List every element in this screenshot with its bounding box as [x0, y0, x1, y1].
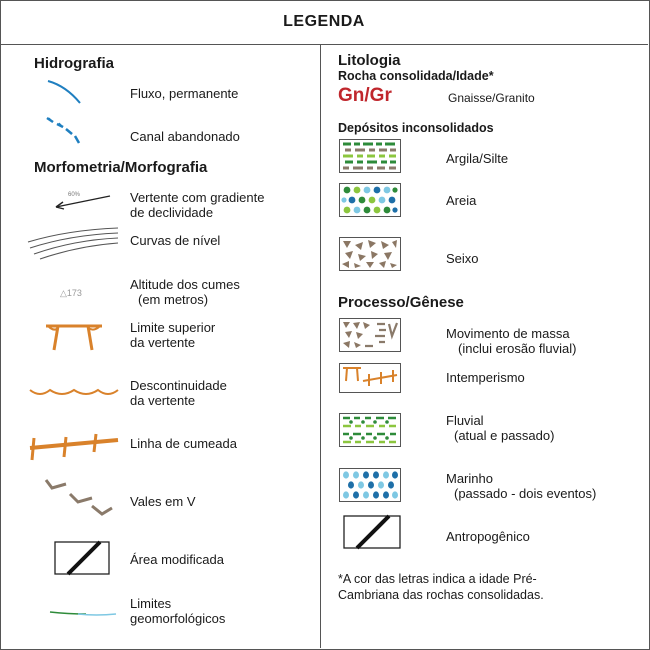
- geomorphological-limits-icon: [49, 611, 117, 616]
- label-canal-abandonado: Canal abandonado: [130, 129, 240, 144]
- label-fluxo-permanente: Fluxo, permanente: [130, 86, 239, 101]
- mass-movement-pattern-icon: [339, 318, 401, 352]
- permanent-stream-icon: [47, 80, 81, 104]
- label-altitude: Altitude dos cumes (em metros): [130, 277, 240, 307]
- footnote: *A cor das letras indica a idade Pré- Ca…: [338, 572, 544, 602]
- label-limites-geomorfologicos: Limites geomorfológicos: [130, 596, 226, 626]
- column-divider: [320, 44, 321, 648]
- label-movimento-de-massa: Movimento de massa (inclui erosão fluvia…: [446, 326, 577, 356]
- label-intemperismo: Intemperismo: [446, 370, 525, 385]
- summit-altitude-icon: △173: [60, 288, 82, 298]
- heading-morfometria: Morfometria/Morfografia: [34, 159, 208, 176]
- heading-processo: Processo/Gênese: [338, 294, 464, 311]
- slope-gradient-arrow-icon: [55, 195, 111, 210]
- clay-silt-pattern-icon: [339, 139, 401, 173]
- label-marinho: Marinho (passado - dois eventos): [446, 471, 597, 501]
- heading-depositos: Depósitos inconsolidados: [338, 121, 494, 135]
- contour-lines-icon: [27, 227, 119, 260]
- label-limite-superior: Limite superior da vertente: [130, 320, 216, 350]
- marine-pattern-icon: [339, 468, 401, 502]
- label-gnaisse-granito: Gnaisse/Granito: [448, 91, 535, 105]
- label-fluvial: Fluvial (atual e passado): [446, 413, 555, 443]
- upper-slope-limit-icon: [46, 324, 102, 351]
- v-valleys-icon: [44, 479, 113, 516]
- label-vales-em-v: Vales em V: [130, 494, 196, 509]
- ridge-line-icon: [29, 433, 119, 461]
- slope-discontinuity-icon: [29, 388, 119, 395]
- heading-hidrografia: Hidrografia: [34, 55, 115, 72]
- label-antropogenico: Antropogênico: [446, 529, 530, 544]
- abandoned-channel-icon: [46, 116, 81, 144]
- legend-title: LEGENDA: [283, 13, 365, 30]
- label-areia: Areia: [446, 193, 477, 208]
- rock-code: Gn/Gr: [338, 85, 392, 106]
- label-argila-silte: Argila/Silte: [446, 151, 509, 166]
- fluvial-pattern-icon: [339, 413, 401, 447]
- anthropogenic-pattern-icon: [343, 514, 401, 550]
- legend-title-bar: LEGENDA: [0, 0, 648, 45]
- modified-area-icon: [54, 540, 110, 576]
- label-descontinuidade: Descontinuidade da vertente: [130, 378, 227, 408]
- heading-litologia: Litologia: [338, 52, 401, 69]
- label-area-modificada: Área modificada: [130, 552, 224, 567]
- pebble-pattern-icon: [339, 237, 401, 271]
- label-seixo: Seixo: [446, 251, 479, 266]
- label-curvas-de-nivel: Curvas de nível: [130, 233, 221, 248]
- slope-percent-tag: 60%: [68, 192, 81, 198]
- weathering-pattern-icon: [339, 363, 401, 393]
- label-vertente: Vertente com gradiente de declividade: [130, 190, 265, 220]
- sand-pattern-icon: [339, 183, 401, 217]
- label-linha-de-cumeada: Linha de cumeada: [130, 436, 237, 451]
- subheading-rocha-consolidada: Rocha consolidada/Idade*: [338, 69, 494, 83]
